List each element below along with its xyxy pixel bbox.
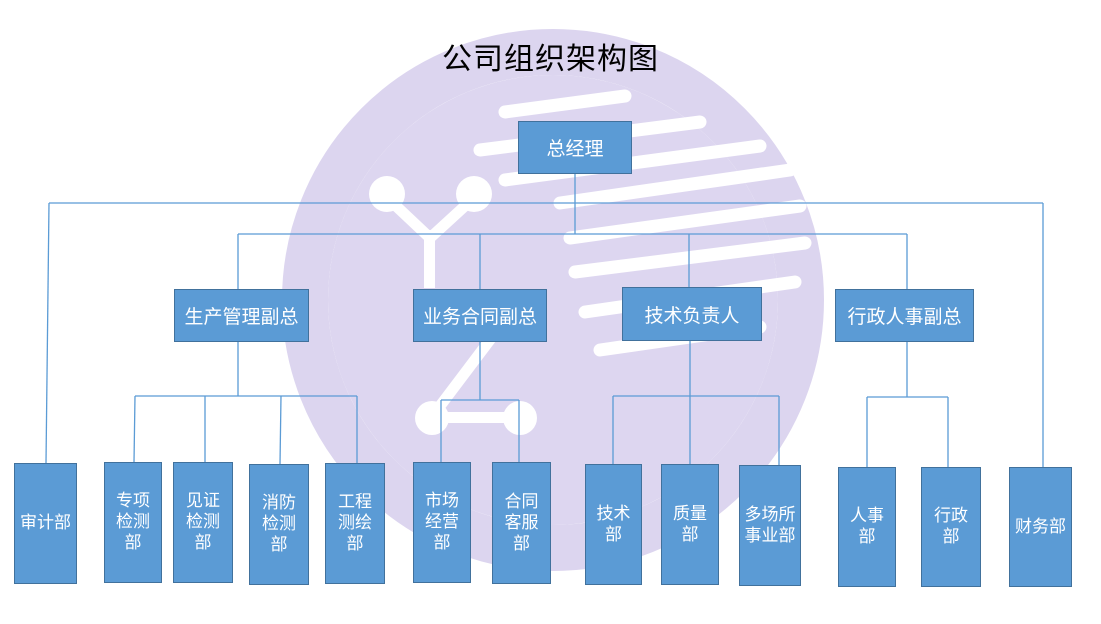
node-vp-admin: 行政人事副总 xyxy=(835,289,974,342)
node-multi-site: 多场所事业部 xyxy=(739,465,801,586)
node-vp-production: 生产管理副总 xyxy=(174,289,309,342)
node-engineering-survey: 工程测绘部 xyxy=(325,463,385,584)
node-finance: 财务部 xyxy=(1009,467,1072,587)
node-fire-testing: 消防检测部 xyxy=(249,464,309,585)
node-administration: 行政部 xyxy=(921,467,981,587)
node-ceo: 总经理 xyxy=(518,121,632,174)
node-vp-business: 业务合同副总 xyxy=(413,289,547,342)
node-tech-lead: 技术负责人 xyxy=(622,287,762,341)
node-witness-testing: 见证检测部 xyxy=(173,462,233,583)
node-quality: 质量部 xyxy=(661,464,719,585)
node-contract-service: 合同客服部 xyxy=(492,462,551,584)
node-technical: 技术部 xyxy=(585,464,642,585)
chart-title: 公司组织架构图 xyxy=(442,42,659,77)
node-marketing: 市场经营部 xyxy=(413,462,471,583)
node-special-testing: 专项检测部 xyxy=(104,462,162,583)
node-audit: 审计部 xyxy=(14,463,77,584)
node-hr: 人事部 xyxy=(838,467,896,587)
connector-lines xyxy=(45,173,1044,467)
